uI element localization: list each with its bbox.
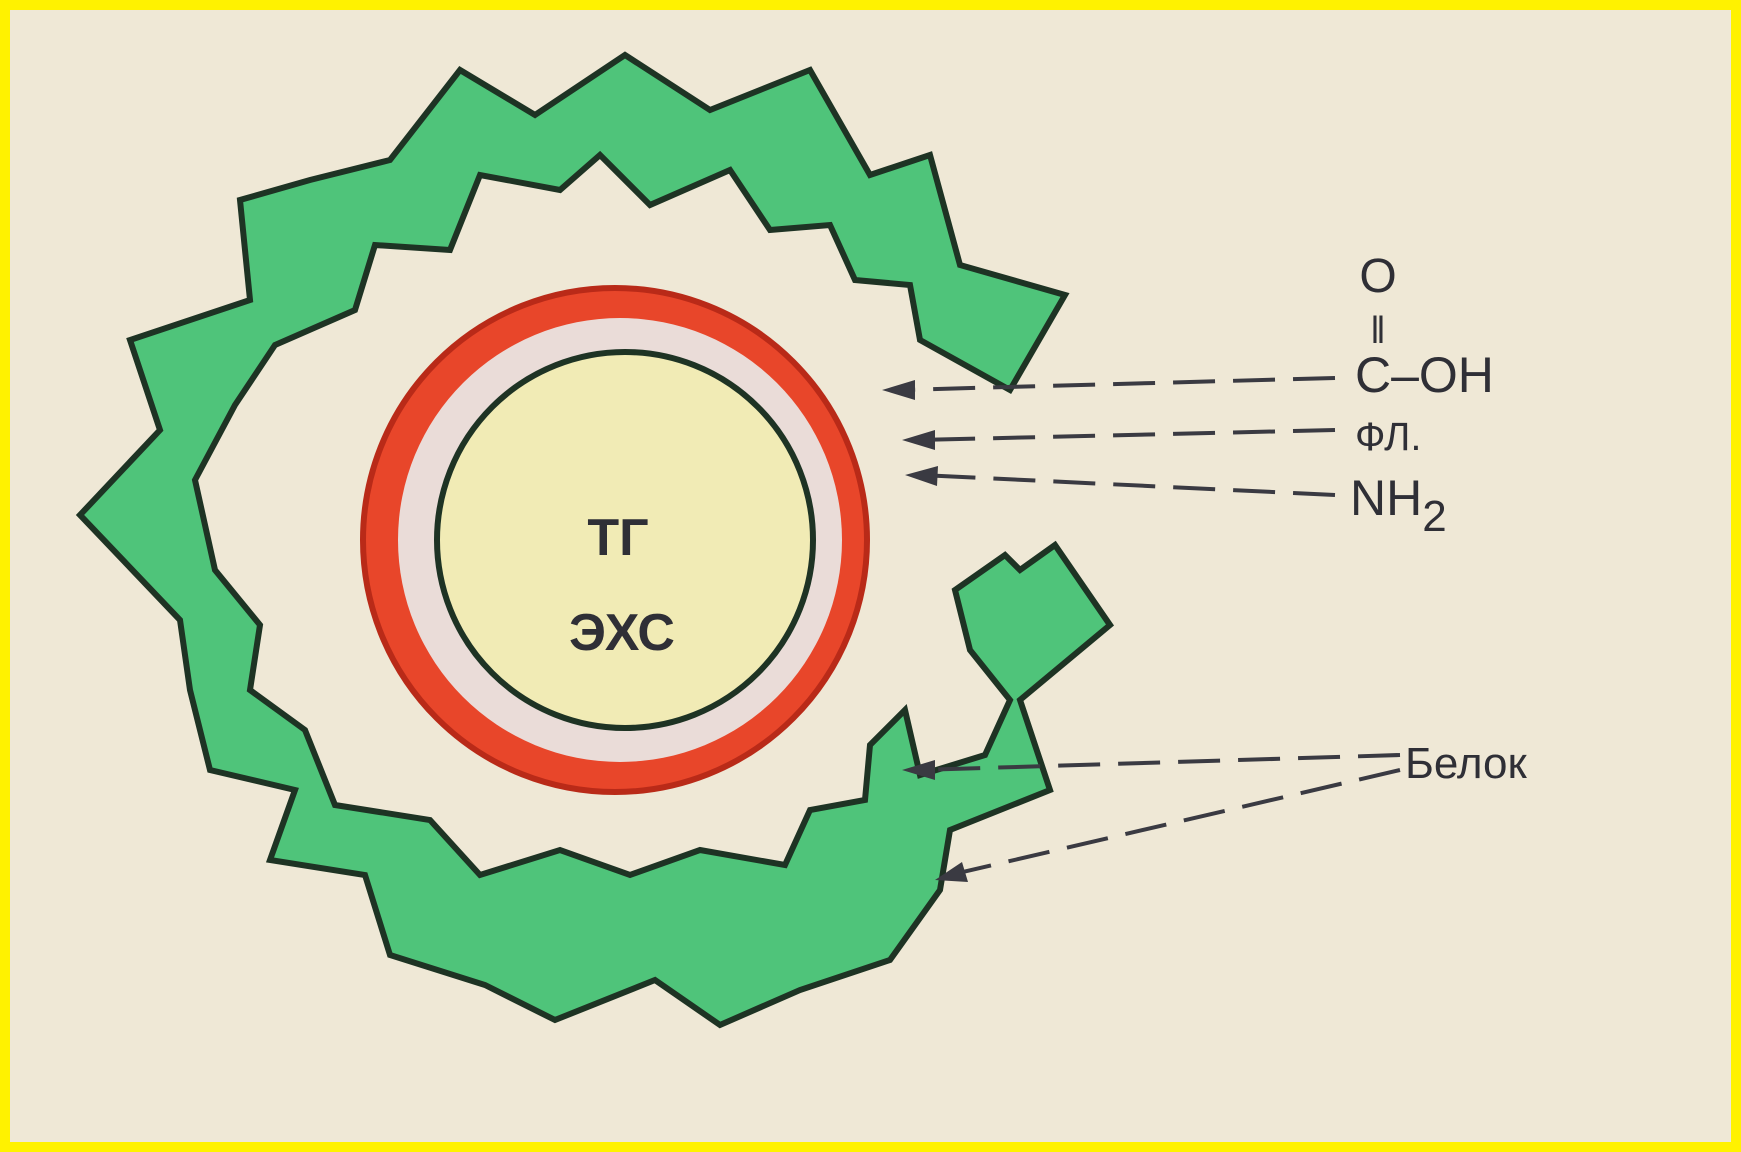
chem-carboxyl: C–OH bbox=[1355, 347, 1494, 403]
arrowhead-carboxyl bbox=[882, 380, 915, 400]
leader-fl bbox=[920, 430, 1335, 440]
chem-double-bond: ‖ bbox=[1370, 310, 1386, 352]
label-amino-sub: 2 bbox=[1422, 492, 1446, 541]
label-amino-main: NH bbox=[1350, 470, 1422, 526]
label-protein: Белок bbox=[1405, 739, 1528, 788]
diagram-frame: ТГ ЭХС O ‖ C–OH ФЛ. NH2 Белок bbox=[10, 10, 1731, 1142]
core-label-ehs: ЭХС bbox=[569, 604, 675, 662]
leader-carboxyl bbox=[900, 378, 1335, 390]
arrowhead-fl bbox=[902, 430, 935, 450]
core-label-tg: ТГ bbox=[587, 509, 648, 567]
arrowhead-nh2 bbox=[905, 466, 938, 486]
leader-nh2 bbox=[920, 475, 1335, 495]
label-phospholipid: ФЛ. bbox=[1355, 415, 1421, 459]
chem-oxygen: O bbox=[1359, 250, 1396, 303]
label-amino: NH2 bbox=[1350, 470, 1447, 541]
lipoprotein-diagram: ТГ ЭХС O ‖ C–OH ФЛ. NH2 Белок bbox=[10, 10, 1731, 1142]
